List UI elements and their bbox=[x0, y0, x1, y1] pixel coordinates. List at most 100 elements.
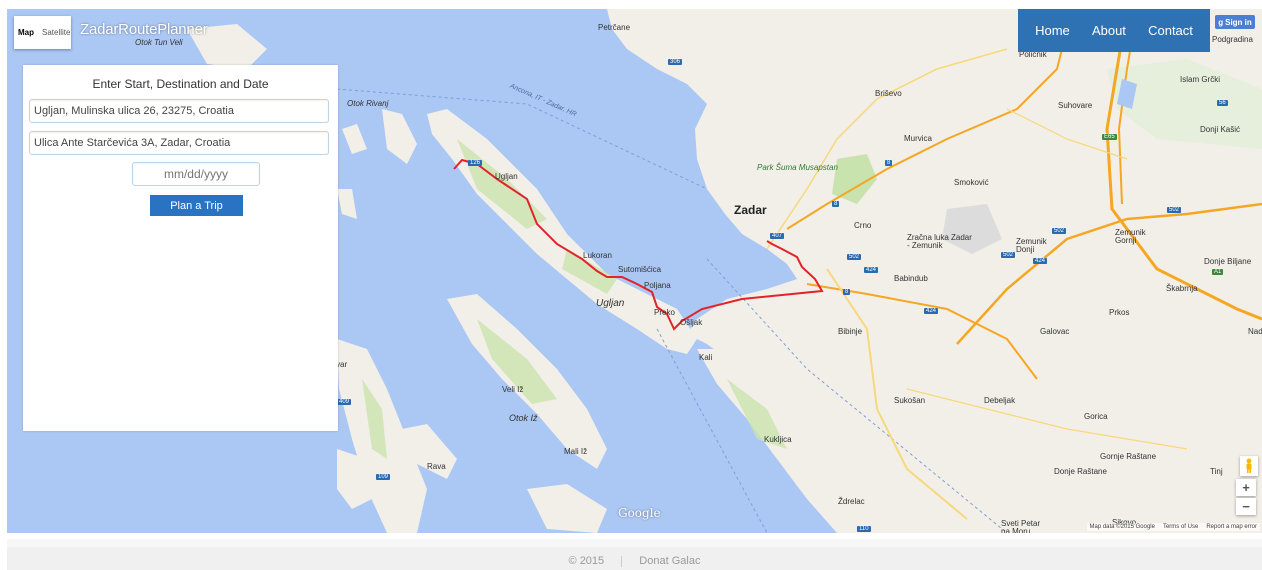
island-label: Ugljan bbox=[596, 298, 625, 309]
road-shield: 126 bbox=[468, 160, 483, 166]
place-label: Kali bbox=[699, 353, 713, 362]
island-label: Otok Iž bbox=[509, 413, 538, 423]
footer-text: © 2015 Donat Galac bbox=[7, 555, 1262, 567]
road-shield: E65 bbox=[1102, 134, 1117, 140]
place-label: Sukošan bbox=[894, 396, 926, 405]
place-label: Donje Biljane bbox=[1204, 257, 1252, 266]
date-input[interactable] bbox=[132, 162, 260, 186]
place-label: Donji Kašić bbox=[1200, 125, 1241, 134]
road-shield: 424 bbox=[924, 308, 939, 314]
place-label: Tinj bbox=[1210, 467, 1223, 476]
pegman-icon bbox=[1246, 458, 1252, 473]
airport-label: Zračna luka Zadar - Zemunik bbox=[907, 233, 972, 250]
start-input[interactable] bbox=[29, 99, 329, 123]
place-label: Sveti Petar na Moru bbox=[1001, 519, 1041, 534]
place-label: Škabrnja bbox=[1166, 284, 1198, 293]
route-line bbox=[453, 158, 824, 331]
brand-title[interactable]: ZadarRoutePlanner bbox=[80, 21, 208, 38]
place-label: Nad bbox=[1248, 327, 1262, 336]
top-navbar: Home About Contact bbox=[1018, 9, 1210, 52]
road-shield: 502 bbox=[1167, 207, 1182, 213]
city-label: Zadar bbox=[734, 203, 767, 217]
destination-input[interactable] bbox=[29, 131, 329, 155]
place-label: Smoković bbox=[954, 178, 989, 187]
report-error-link[interactable]: Report a map error bbox=[1206, 524, 1257, 530]
place-label: Ugljan bbox=[495, 172, 518, 181]
place-label: Ždrelac bbox=[838, 497, 865, 506]
place-label: Debeljak bbox=[984, 396, 1016, 405]
place-label: Zemunik Donji bbox=[1016, 237, 1047, 254]
footer-separator bbox=[621, 555, 623, 567]
place-label: Sutomišćica bbox=[618, 265, 662, 274]
place-label: Suhovare bbox=[1058, 101, 1093, 110]
place-label: Gornje Raštane bbox=[1100, 452, 1157, 461]
plan-trip-button[interactable]: Plan a Trip bbox=[150, 195, 243, 216]
road-shield: 424 bbox=[1033, 258, 1048, 264]
road-shield: 407 bbox=[770, 233, 785, 239]
place-label: Prkos bbox=[1109, 308, 1130, 317]
signin-label: Sign in bbox=[1225, 17, 1252, 27]
zoom-out-button[interactable]: − bbox=[1236, 498, 1256, 515]
road-shield: A1 bbox=[1212, 269, 1224, 275]
park-label: Park Šuma Musapstan bbox=[757, 163, 838, 172]
road-shield: 56 bbox=[1217, 100, 1228, 106]
place-label: Ošljak bbox=[680, 318, 703, 327]
place-label: Zemunik Gornji bbox=[1115, 228, 1146, 245]
map-attribution: Map data ©2015 Google Terms of Use Repor… bbox=[1086, 523, 1260, 531]
place-label: var bbox=[336, 360, 348, 369]
footer: © 2015 Donat Galac bbox=[7, 539, 1262, 570]
place-label: Lukoran bbox=[583, 251, 612, 260]
road-shield: 409 bbox=[337, 399, 352, 405]
terms-link[interactable]: Terms of Use bbox=[1162, 524, 1199, 530]
place-label: Briševo bbox=[875, 89, 902, 98]
place-label: Babindub bbox=[894, 274, 928, 283]
trip-planner-panel: Enter Start, Destination and Date Plan a… bbox=[23, 65, 338, 431]
place-label: Poličnik bbox=[1019, 50, 1047, 59]
zoom-in-button[interactable]: + bbox=[1236, 479, 1256, 496]
map-type-map-button[interactable]: Map bbox=[18, 28, 34, 37]
road-shield: 306 bbox=[668, 59, 683, 65]
nav-home-link[interactable]: Home bbox=[1035, 23, 1070, 38]
author-text: Donat Galac bbox=[639, 555, 701, 567]
map-data-text: Map data ©2015 Google bbox=[1089, 524, 1155, 530]
road-shield: 502 bbox=[1052, 228, 1067, 234]
road-shield: 109 bbox=[376, 474, 391, 480]
map-canvas[interactable]: Otok Tun Veli Petrčane Ancona, IT - Zada… bbox=[7, 9, 1262, 533]
place-label: Islam Grčki bbox=[1180, 75, 1220, 84]
place-label: Kukljica bbox=[764, 435, 792, 444]
copyright-text: © 2015 bbox=[568, 555, 605, 567]
place-label: Mali Iž bbox=[564, 447, 588, 456]
planner-title: Enter Start, Destination and Date bbox=[92, 77, 269, 91]
road-shield: 8 bbox=[832, 201, 840, 207]
place-label: Otok Tun Veli bbox=[135, 38, 183, 47]
place-label: Murvica bbox=[904, 134, 933, 143]
place-label: Crno bbox=[854, 221, 872, 230]
place-label: Otok Rivanj bbox=[347, 99, 389, 108]
street-view-pegman[interactable] bbox=[1240, 456, 1258, 476]
map-graphics bbox=[187, 9, 1262, 533]
place-label: Sikovo bbox=[1112, 518, 1136, 527]
place-label: Rava bbox=[427, 462, 446, 471]
nav-contact-link[interactable]: Contact bbox=[1148, 23, 1193, 38]
map-type-control: Map Satellite bbox=[14, 16, 71, 49]
road-shield: 502 bbox=[1001, 252, 1016, 258]
google-logo[interactable]: Google bbox=[618, 506, 661, 520]
nav-about-link[interactable]: About bbox=[1091, 23, 1126, 38]
place-label: Galovac bbox=[1040, 327, 1070, 336]
place-label: Podgradina bbox=[1212, 35, 1253, 44]
place-label: Petrčane bbox=[598, 23, 631, 32]
road-shield: 8 bbox=[885, 160, 893, 166]
map-type-satellite-button[interactable]: Satellite bbox=[42, 28, 71, 37]
place-label: Veli Iž bbox=[502, 385, 524, 394]
road-shield: 502 bbox=[847, 254, 862, 260]
place-label: Donje Raštane bbox=[1054, 467, 1107, 476]
road-shield: 110 bbox=[857, 526, 871, 532]
google-signin-button[interactable]: g Sign in bbox=[1215, 15, 1255, 29]
place-label: Gorica bbox=[1084, 412, 1108, 421]
place-label: Bibinje bbox=[838, 327, 863, 336]
google-plus-icon: g bbox=[1218, 17, 1224, 27]
place-label: Poljana bbox=[644, 281, 671, 290]
place-label: Preko bbox=[654, 308, 675, 317]
footer-divider bbox=[7, 539, 1262, 547]
